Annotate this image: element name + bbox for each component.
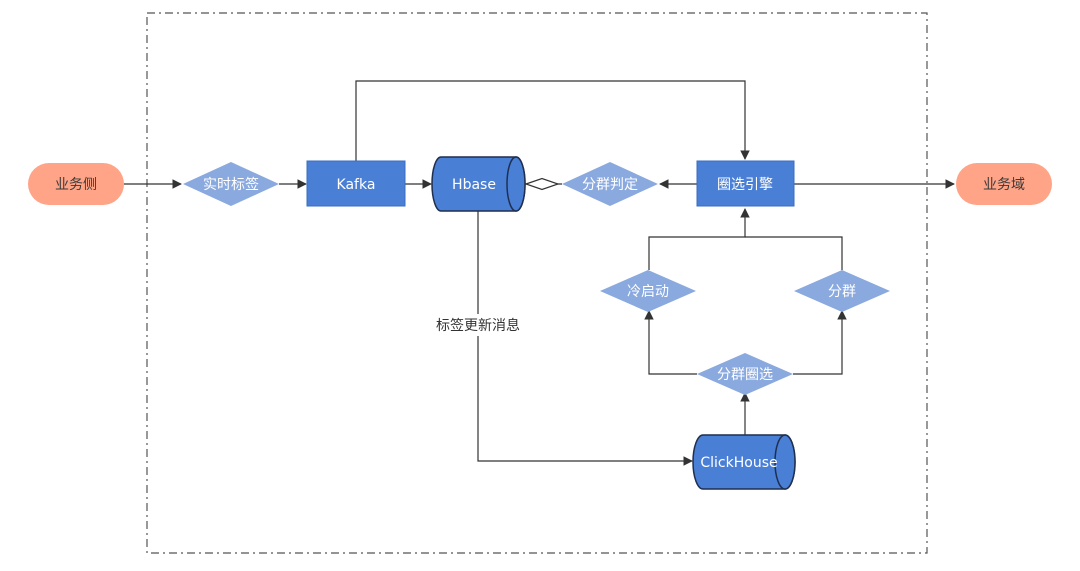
node-business-domain-label: 业务域	[983, 177, 1025, 193]
node-hbase-label: Hbase	[452, 177, 496, 193]
edge-group-selection-to-cold-start	[644, 310, 697, 375]
node-realtime-tag: 实时标签	[183, 162, 279, 206]
node-clickhouse: ClickHouse	[692, 434, 796, 490]
edge-cold-start-to-selection-engine	[648, 208, 750, 270]
node-realtime-tag-label: 实时标签	[203, 176, 259, 193]
edge-label-bg	[430, 314, 526, 336]
node-selection-engine-label: 圈选引擎	[717, 177, 773, 193]
edge-kafka-to-selection-engine	[355, 80, 750, 161]
node-group-selection-label: 分群圈选	[717, 367, 773, 383]
edge-hbase-to-clickhouse	[477, 210, 693, 466]
node-group-judge: 分群判定	[562, 162, 658, 206]
node-business-side-label: 业务侧	[55, 177, 97, 193]
edge-grouping-to-selection-engine	[745, 236, 843, 270]
node-group-judge-label: 分群判定	[582, 177, 638, 193]
edge-group-selection-to-grouping	[793, 310, 847, 375]
boundary-frame	[146, 12, 928, 554]
node-selection-engine: 圈选引擎	[696, 160, 795, 207]
node-cold-start-label: 冷启动	[627, 284, 669, 300]
aggregation-diamond-marker	[524, 177, 560, 191]
node-grouping-label: 分群	[828, 284, 856, 300]
node-kafka: Kafka	[306, 160, 406, 207]
node-clickhouse-label: ClickHouse	[700, 455, 777, 471]
edge-label-tag-update: 标签更新消息	[436, 317, 520, 334]
node-grouping: 分群	[794, 270, 890, 312]
node-business-domain: 业务域	[956, 163, 1052, 205]
node-business-side: 业务侧	[28, 163, 124, 205]
node-kafka-label: Kafka	[337, 177, 376, 193]
edges	[124, 80, 955, 466]
node-hbase: Hbase	[431, 156, 526, 212]
node-cold-start: 冷启动	[600, 270, 696, 312]
node-group-selection: 分群圈选	[697, 353, 793, 395]
